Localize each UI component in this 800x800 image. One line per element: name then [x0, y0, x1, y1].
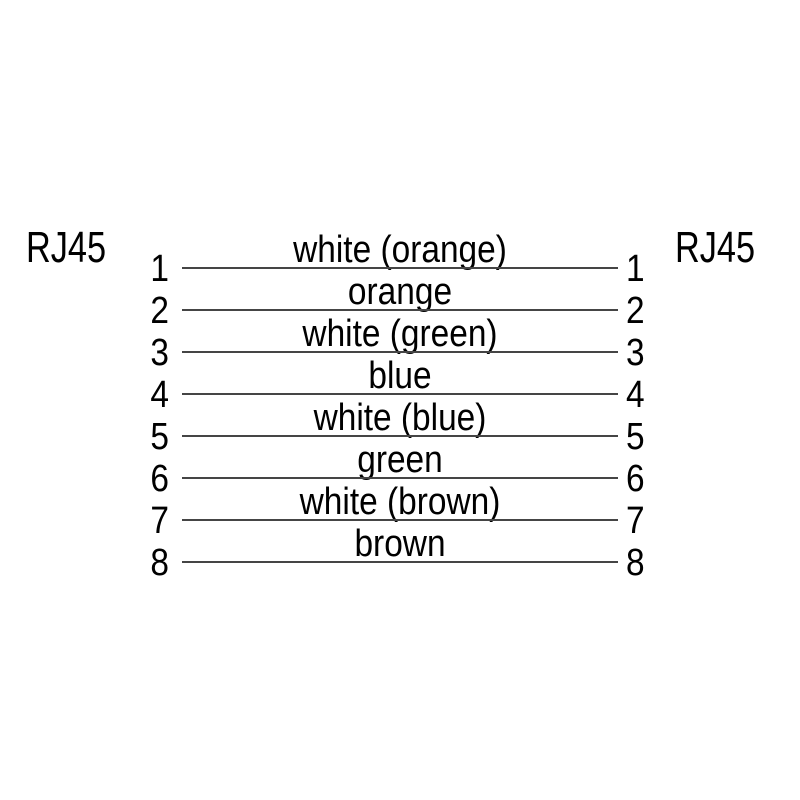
left-pin-number: 1 — [150, 248, 169, 290]
right-pin-number: 1 — [626, 248, 645, 290]
right-pin-number: 3 — [626, 332, 645, 374]
wire-line — [182, 393, 618, 395]
left-pin-number: 3 — [150, 332, 169, 374]
wire-line — [182, 435, 618, 437]
wire-color-label: brown — [354, 523, 446, 565]
wire-line — [182, 519, 618, 521]
right-pin-number: 4 — [626, 374, 645, 416]
right-pin-number: 6 — [626, 458, 645, 500]
wire-line — [182, 561, 618, 563]
left-pin-number: 2 — [150, 290, 169, 332]
right-pin-number: 5 — [626, 416, 645, 458]
wire-color-label: white (brown) — [299, 481, 501, 523]
wire-row: 1 white (orange) 1 — [0, 229, 800, 289]
wire-line — [182, 477, 618, 479]
wire-color-label: orange — [347, 271, 453, 313]
left-connector-label: RJ45 — [25, 223, 107, 272]
left-pin-number: 6 — [150, 458, 169, 500]
right-pin-number: 7 — [626, 500, 645, 542]
wire-row: 2 orange 2 — [0, 271, 800, 331]
wire-row: 5 white (blue) 5 — [0, 397, 800, 457]
left-pin-number: 5 — [150, 416, 169, 458]
wire-line — [182, 351, 618, 353]
wire-row: 4 blue 4 — [0, 355, 800, 415]
right-pin-number: 2 — [626, 290, 645, 332]
left-pin-number: 8 — [150, 542, 169, 584]
right-pin-number: 8 — [626, 542, 645, 584]
right-connector-label: RJ45 — [674, 223, 756, 272]
wire-line — [182, 267, 618, 269]
wire-color-label: white (blue) — [313, 397, 487, 439]
wire-color-label: white (green) — [302, 313, 498, 355]
wire-row: 6 green 6 — [0, 439, 800, 499]
wire-color-label: green — [357, 439, 443, 481]
wire-row: 7 white (brown) 7 — [0, 481, 800, 541]
left-pin-number: 4 — [150, 374, 169, 416]
wire-color-label: white (orange) — [293, 229, 507, 271]
wire-row: 8 brown 8 — [0, 523, 800, 583]
left-pin-number: 7 — [150, 500, 169, 542]
wire-row: 3 white (green) 3 — [0, 313, 800, 373]
wire-color-label: blue — [368, 355, 432, 397]
wire-line — [182, 309, 618, 311]
